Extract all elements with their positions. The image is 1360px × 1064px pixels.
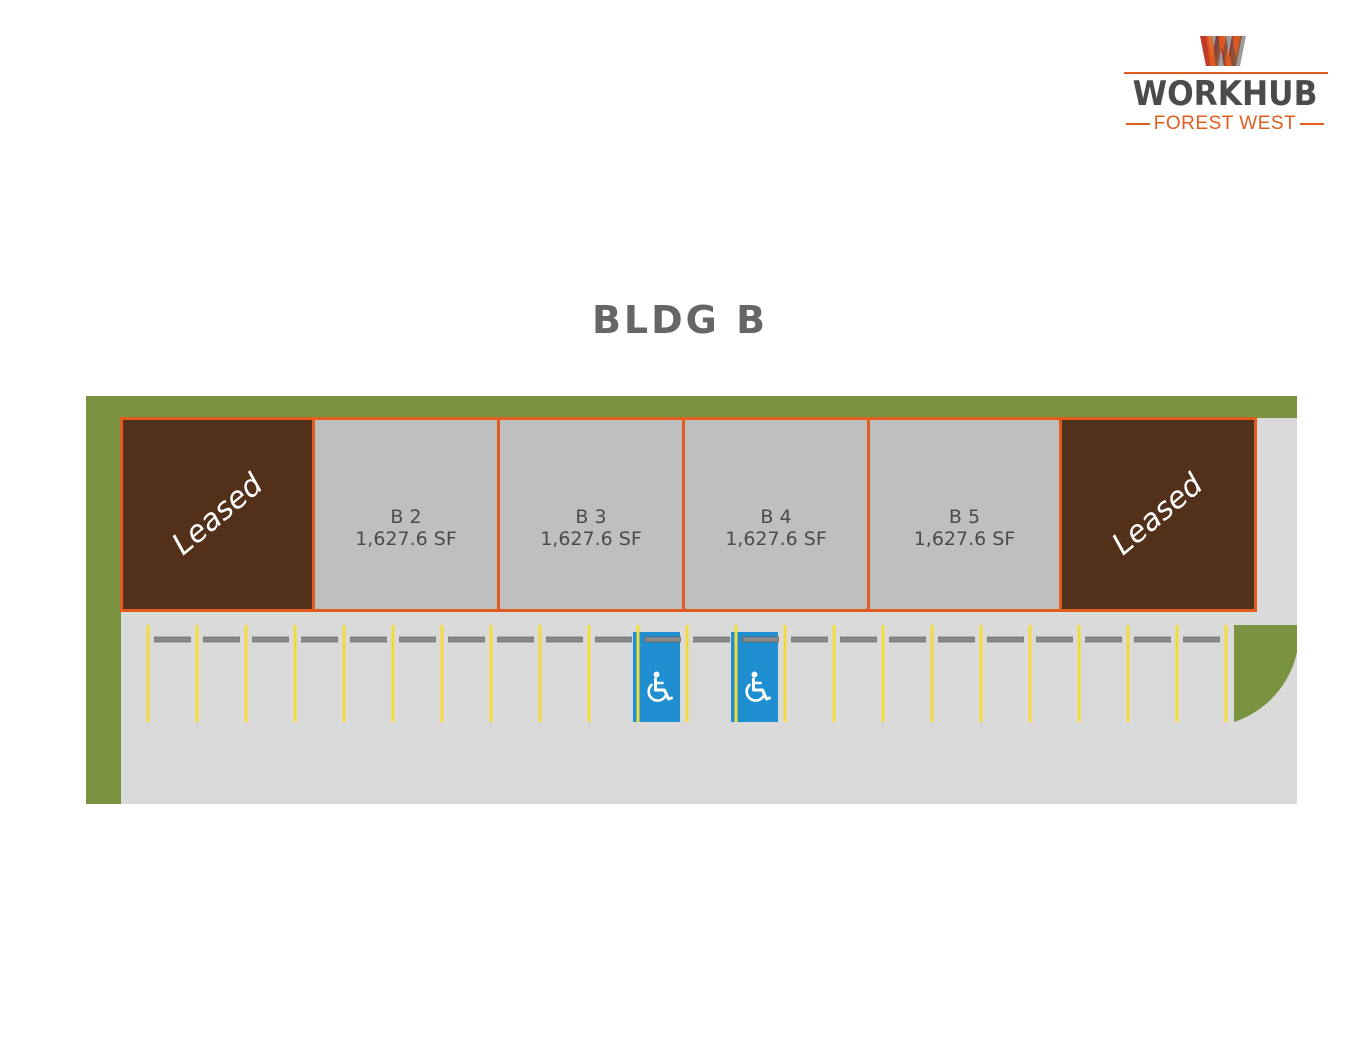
landscape-strip-left	[86, 396, 121, 804]
unit-area: 1,627.6 SF	[913, 528, 1016, 550]
unit-id: B 4	[760, 506, 792, 528]
unit-b6[interactable]: Leased	[1059, 417, 1257, 612]
unit-b4[interactable]: B 4 1,627.6 SF	[682, 417, 870, 612]
unit-area: 1,627.6 SF	[540, 528, 642, 550]
landscape-strip-top	[86, 396, 1297, 418]
leased-label: Leased	[165, 466, 270, 562]
unit-b2[interactable]: B 2 1,627.6 SF	[312, 417, 500, 612]
unit-id: B 5	[948, 506, 981, 528]
unit-area: 1,627.6 SF	[355, 528, 457, 550]
unit-id: B 2	[390, 506, 422, 528]
workhub-w-mark-icon	[1200, 36, 1246, 66]
logo-subtitle-rule-left	[1126, 123, 1150, 125]
leased-label: Leased	[1105, 466, 1210, 562]
unit-b3[interactable]: B 3 1,627.6 SF	[497, 417, 685, 612]
logo-subtitle: FOREST WEST	[1153, 113, 1297, 134]
logo-rule	[1124, 72, 1328, 74]
unit-b1[interactable]: Leased	[120, 417, 315, 612]
logo-subtitle-group: FOREST WEST	[1122, 112, 1328, 136]
unit-id: B 3	[575, 506, 607, 528]
unit-b5[interactable]: B 5 1,627.6 SF	[867, 417, 1062, 612]
workhub-logo: WORKHUB FOREST WEST	[1122, 30, 1328, 140]
building-units: Leased B 2 1,627.6 SF B 3 1,627.6 SF B 4…	[120, 417, 1257, 612]
building-title: BLDG B	[591, 298, 769, 342]
logo-wordmark: WORKHUB	[1132, 74, 1318, 114]
unit-area: 1,627.6 SF	[725, 528, 827, 550]
logo-subtitle-rule-right	[1300, 123, 1324, 125]
